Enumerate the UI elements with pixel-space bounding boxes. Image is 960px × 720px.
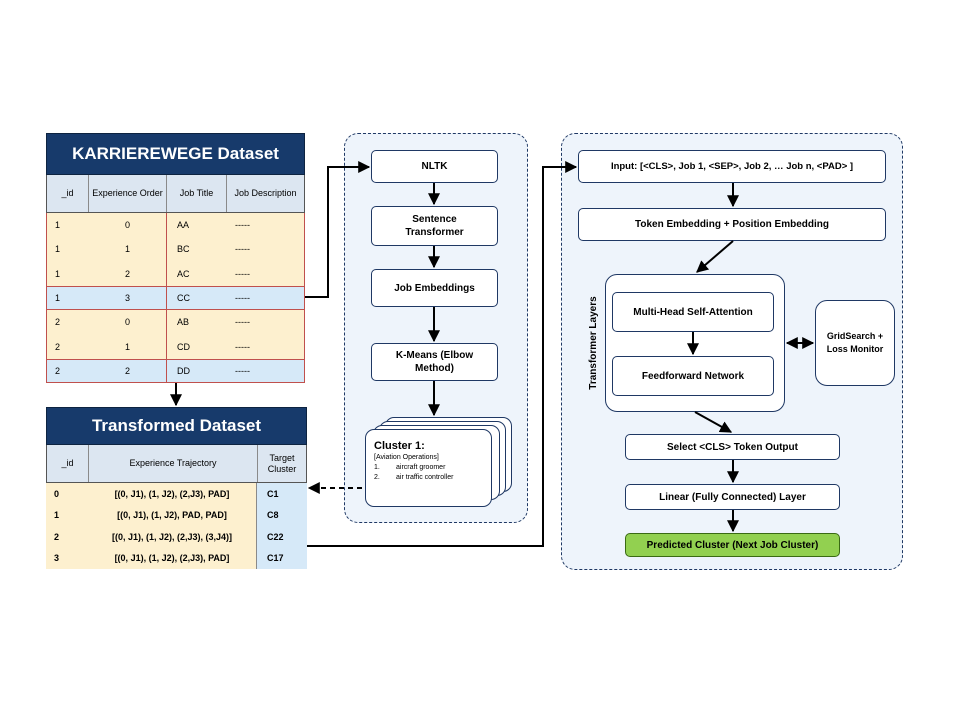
cell-target-cluster: C17 xyxy=(257,547,307,569)
cell-id: 1 xyxy=(55,220,61,231)
input-box: Input: [<CLS>, Job 1, <SEP>, Job 2, … Jo… xyxy=(578,150,886,183)
transformed-header: _id Experience Trajectory Target Cluster xyxy=(46,445,307,483)
table-row: 1[(0, J1), (1, J2), PAD, PAD]C8 xyxy=(46,504,307,526)
table-row: 1 1 BC ----- xyxy=(47,237,304,262)
nltk-box: NLTK xyxy=(371,150,498,183)
cell-experience-order: 2 xyxy=(89,261,167,286)
linear-layer-box: Linear (Fully Connected) Layer xyxy=(625,484,840,510)
table-row: 2[(0, J1), (1, J2), (2,J3), (3,J4)]C22 xyxy=(46,526,307,548)
embedding-box: Token Embedding + Position Embedding xyxy=(578,208,886,241)
cell-experience-order: 3 xyxy=(89,286,167,310)
cell-target-cluster: C22 xyxy=(257,526,307,548)
table-row: 1 3 CC ----- xyxy=(47,285,304,311)
cell-experience-order: 2 xyxy=(89,359,167,382)
cell-job-description: ----- xyxy=(235,292,250,303)
cell-job-title: AB xyxy=(177,317,190,328)
sentence-transformer-box: Sentence Transformer xyxy=(371,206,498,246)
cell-experience-trajectory: [(0, J1), (1, J2), (2,J3), PAD] xyxy=(88,483,257,505)
cell-job-description: ----- xyxy=(235,220,250,231)
cell-job-title: AC xyxy=(177,268,190,279)
cell-job-description: ----- xyxy=(235,317,250,328)
table-row: 3[(0, J1), (1, J2), (2,J3), PAD]C17 xyxy=(46,547,307,569)
cell-id: 1 xyxy=(46,504,88,526)
cell-experience-trajectory: [(0, J1), (1, J2), (2,J3), (3,J4)] xyxy=(88,526,257,548)
cluster-card: Cluster 1: [Aviation Operations] 1.aircr… xyxy=(365,429,492,507)
cell-job-title: BC xyxy=(177,244,190,255)
header-job-description: Job Description xyxy=(234,188,297,198)
karrierewege-title: KARRIEREWEGE Dataset xyxy=(46,133,305,175)
gridsearch-box: GridSearch + Loss Monitor xyxy=(815,300,895,386)
cell-job-description: ----- xyxy=(235,365,250,376)
cell-experience-trajectory: [(0, J1), (1, J2), (2,J3), PAD] xyxy=(88,547,257,569)
header-experience-order: Experience Order xyxy=(89,175,167,212)
cell-id: 1 xyxy=(55,292,61,303)
karrierewege-table: KARRIEREWEGE Dataset _id Experience Orde… xyxy=(46,133,305,383)
cell-target-cluster: C8 xyxy=(257,504,307,526)
cell-experience-order: 0 xyxy=(89,310,167,335)
kmeans-box: K-Means (Elbow Method) xyxy=(371,343,498,381)
transformed-table: Transformed Dataset _id Experience Traje… xyxy=(46,407,307,569)
cell-id: 2 xyxy=(55,365,61,376)
cell-experience-order: 1 xyxy=(89,237,167,262)
cell-id: 0 xyxy=(46,483,88,505)
header-id: _id xyxy=(47,445,89,482)
job-embeddings-box: Job Embeddings xyxy=(371,269,498,307)
embedding-to-transformer-arrow xyxy=(696,240,734,273)
predicted-cluster-box: Predicted Cluster (Next Job Cluster) xyxy=(625,533,840,557)
cell-id: 2 xyxy=(46,526,88,548)
karrierewege-header: _id Experience Order Job Title Job Descr… xyxy=(46,175,305,213)
table-row: 2 1 CD ----- xyxy=(47,334,304,359)
cluster-item: 2.air traffic controller xyxy=(374,474,454,481)
feedforward-box: Feedforward Network xyxy=(612,356,774,396)
header-job-title: Job Title xyxy=(167,175,227,212)
cell-job-title: CD xyxy=(177,341,190,352)
cell-target-cluster: C1 xyxy=(257,483,307,505)
table-row: 2 0 AB ----- xyxy=(47,310,304,335)
cell-experience-trajectory: [(0, J1), (1, J2), PAD, PAD] xyxy=(88,504,257,526)
header-id: _id xyxy=(47,175,89,212)
table-row: 0[(0, J1), (1, J2), (2,J3), PAD]C1 xyxy=(46,483,307,505)
cell-experience-order: 1 xyxy=(89,334,167,359)
header-experience-trajectory: Experience Trajectory xyxy=(89,445,258,482)
transformer-to-select-arrow xyxy=(694,411,733,433)
cell-id: 2 xyxy=(55,317,61,328)
table-row: 1 0 AA ----- xyxy=(47,213,304,238)
transformed-title: Transformed Dataset xyxy=(46,407,307,445)
table-row: 1 2 AC ----- xyxy=(47,261,304,286)
attention-box: Multi-Head Self-Attention xyxy=(612,292,774,332)
cell-id: 3 xyxy=(46,547,88,569)
select-cls-box: Select <CLS> Token Output xyxy=(625,434,840,460)
cluster-title: Cluster 1: xyxy=(374,440,425,452)
header-target-cluster: Target Cluster xyxy=(267,452,297,474)
cell-job-title: AA xyxy=(177,220,190,231)
cell-job-title: DD xyxy=(177,365,190,376)
cell-job-description: ----- xyxy=(235,244,250,255)
cell-job-description: ----- xyxy=(235,268,250,279)
transformed-to-input-arrow xyxy=(307,161,578,547)
cell-id: 1 xyxy=(55,244,61,255)
cell-job-description: ----- xyxy=(235,341,250,352)
cell-job-title: CC xyxy=(177,292,190,303)
table-row: 2 2 DD ----- xyxy=(47,358,304,383)
cell-experience-order: 0 xyxy=(89,213,167,238)
dataset-to-nltk-arrow xyxy=(305,161,371,298)
cell-id: 2 xyxy=(55,341,61,352)
cluster-category: [Aviation Operations] xyxy=(374,454,439,461)
cluster-item: 1.aircraft groomer xyxy=(374,464,446,471)
cell-id: 1 xyxy=(55,268,61,279)
